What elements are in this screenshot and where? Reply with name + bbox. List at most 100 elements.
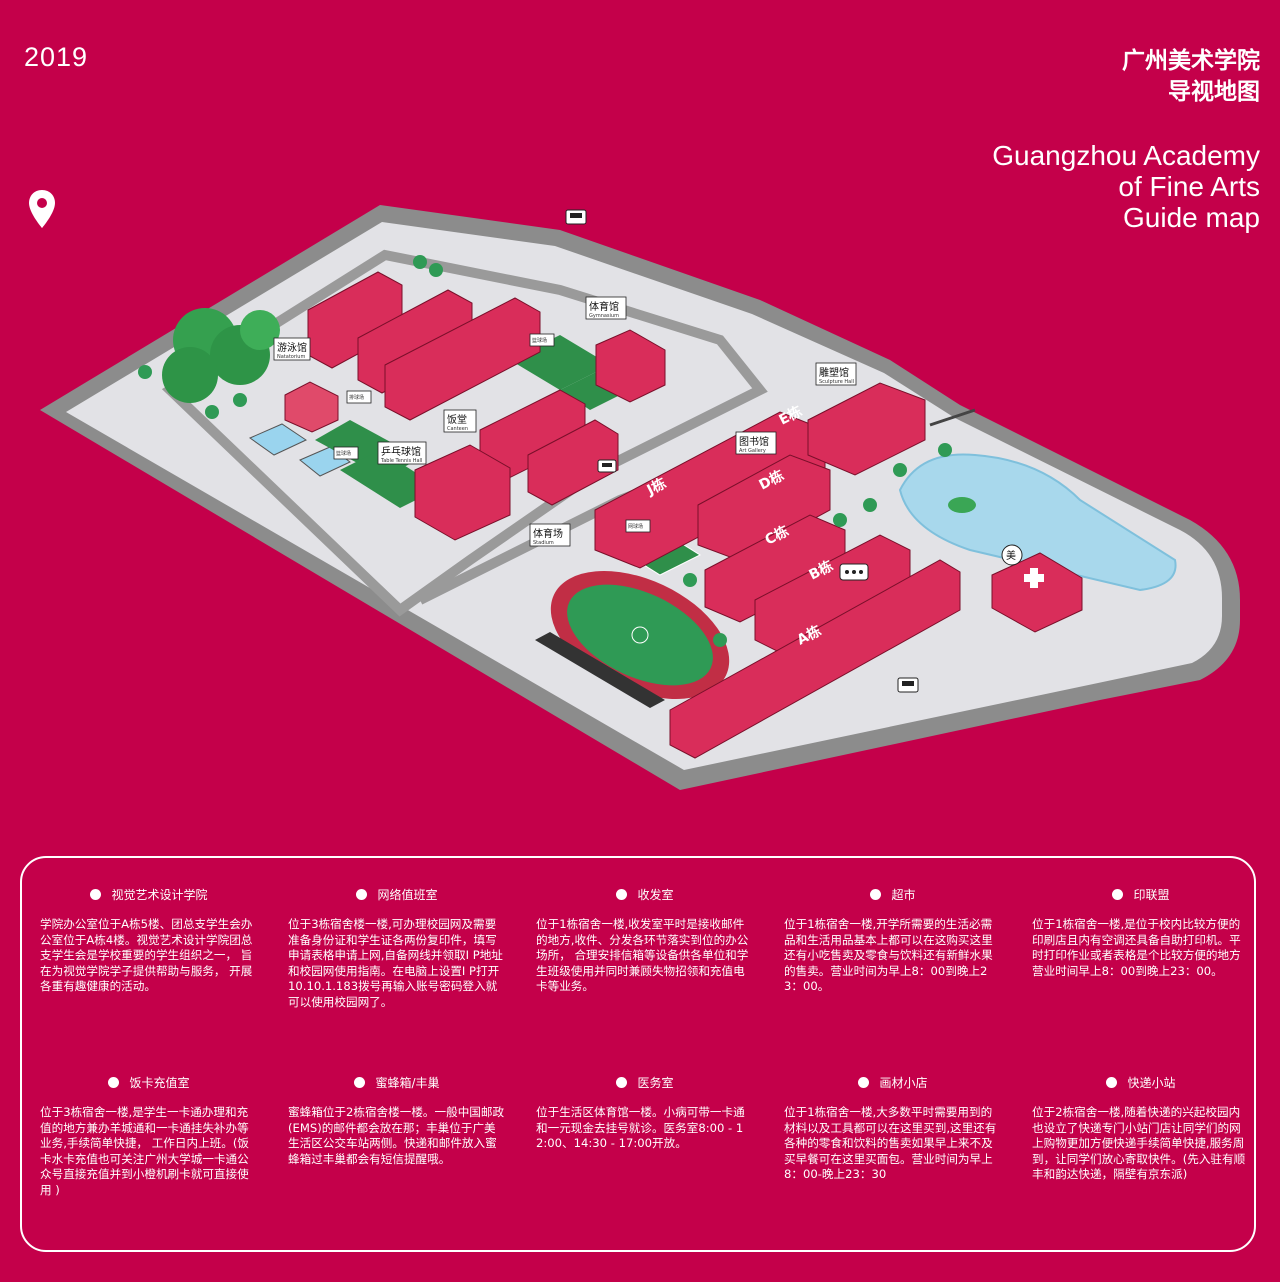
stadium-label-en: Stadium: [533, 540, 554, 546]
canteen-label-en: Canteen: [447, 426, 468, 432]
info-item: 印联盟 位于1栋宿舍一楼,是位于校内比较方便的印刷店且内有空调还具备自助打印机。…: [1032, 884, 1250, 979]
bullet-dot: [356, 888, 368, 900]
lake-island: [948, 497, 976, 513]
bullet-dot: [858, 1076, 870, 1088]
table-tennis-label: 乒乓球馆: [381, 445, 421, 458]
info-title: 医务室: [637, 1075, 674, 1090]
title-english: Guangzhou Academy of Fine Arts Guide map: [992, 140, 1260, 233]
natatorium-label-en: Natatorium: [277, 354, 305, 360]
dorm-buildings: [307, 271, 619, 506]
title-cn-line1: 广州美术学院: [1122, 48, 1260, 74]
info-title: 画材小店: [879, 1075, 928, 1090]
football-field: [567, 584, 713, 686]
info-item: 画材小店 位于1栋宿舍一楼,大多数平时需要用到的材料以及工具都可以在这里买到,这…: [784, 1072, 1002, 1183]
info-item: 医务室 位于生活区体育馆一楼。小病可带一卡通和一元现金去挂号就诊。医务室8:00…: [536, 1072, 754, 1152]
pool-1: [248, 423, 308, 456]
sculpture-label-en: Sculpture Hall: [819, 379, 854, 385]
info-item: 网络值班室 位于3栋宿舍楼一楼,可办理校园网及需要准备身份证和学生证各两份复印件…: [288, 884, 506, 1011]
info-item: 饭卡充值室 位于3栋宿舍一楼,是学生一卡通办理和充值的地方兼办羊城通和一卡通挂失…: [40, 1072, 258, 1199]
label-basketball-3: 篮球场: [529, 333, 555, 347]
gymnasium-label-en: Gymnasium: [589, 313, 619, 319]
medical-building: [991, 552, 1083, 633]
gymnasium-label: 体育馆: [589, 300, 619, 313]
canteen-building: [414, 444, 511, 541]
info-item: 超市 位于1栋宿舍一楼,开学所需要的生活必需品和生活用品基本上都可以在这购买这里…: [784, 884, 1002, 995]
info-title: 印联盟: [1133, 887, 1170, 902]
label-stadium: 体育场 Stadium: [529, 523, 571, 547]
bullet-dot: [1112, 888, 1124, 900]
basketball-label-2: 篮球场: [336, 450, 351, 457]
campus-map: E栋 D栋 J栋 C栋 B栋 A栋 游泳馆 Natatorium 体育馆: [40, 205, 1240, 790]
title-en-line3: Guide map: [1123, 202, 1260, 233]
forest: [162, 308, 280, 403]
stadium-label: 体育场: [533, 527, 563, 540]
info-item: 收发室 位于1栋宿舍一楼,收发室平时是接收邮件的地方,收件、分发各环节落实到位的…: [536, 884, 754, 995]
title-chinese: 广州美术学院 导视地图: [1122, 46, 1260, 108]
natatorium-label: 游泳馆: [277, 341, 307, 354]
info-title: 快递小站: [1127, 1075, 1176, 1090]
info-title: 视觉艺术设计学院: [111, 887, 208, 902]
info-title: 收发室: [637, 887, 674, 902]
info-body: 位于2栋宿舍一楼,随着快递的兴起校园内也设立了快递专门小站门店让同学们的网上购物…: [1032, 1105, 1246, 1182]
info-body: 位于生活区体育馆一楼。小病可带一卡通和一元现金去挂号就诊。医务室8:00 - 1…: [536, 1105, 745, 1151]
info-body: 位于1栋宿舍一楼,是位于校内比较方便的印刷店且内有空调还具备自助打印机。平时打印…: [1032, 917, 1241, 978]
info-title: 蜜蜂箱/丰巢: [375, 1075, 440, 1090]
library-label: 图书馆: [739, 435, 769, 448]
natatorium-building: [284, 381, 339, 433]
bullet-dot: [108, 1076, 120, 1088]
bullet-dot: [90, 888, 102, 900]
tennis-label: 网球场: [628, 523, 643, 530]
bullet-dot: [616, 888, 628, 900]
info-item: 快递小站 位于2栋宿舍一楼,随着快递的兴起校园内也设立了快递专门小站门店让同学们…: [1032, 1072, 1250, 1183]
info-body: 位于1栋宿舍一楼,大多数平时需要用到的材料以及工具都可以在这里买到,这里还有各种…: [784, 1105, 997, 1182]
info-body: 位于3栋宿舍一楼,是学生一卡通办理和充值的地方兼办羊城通和一卡通挂失补办等业务,…: [40, 1105, 249, 1197]
lake-bridge: [929, 408, 976, 427]
basketball-label-3: 篮球场: [532, 337, 547, 344]
title-cn-line2: 导视地图: [1168, 79, 1260, 105]
info-body: 位于1栋宿舍一楼,开学所需要的生活必需品和生活用品基本上都可以在这购买这里还有小…: [784, 917, 993, 994]
canteen-label: 饭堂: [447, 414, 467, 426]
info-item: 视觉艺术设计学院 学院办公室位于A栋5楼、团总支学生会办公室位于A栋4楼。视觉艺…: [40, 884, 258, 995]
palm-trees: [138, 255, 952, 647]
label-tennis: 网球场: [625, 519, 651, 533]
stadium-stands: [535, 632, 665, 708]
bullet-dot: [616, 1076, 628, 1088]
speech-bubble-icon: [839, 563, 869, 581]
info-title: 超市: [891, 887, 916, 902]
bullet-dot: [1106, 1076, 1118, 1088]
bus-icon: [565, 209, 587, 225]
bullet-dot: [354, 1076, 366, 1088]
info-body: 位于3栋宿舍楼一楼,可办理校园网及需要准备身份证和学生证各两份复印件，填写申请表…: [288, 917, 503, 1009]
sculpture-label: 雕塑馆: [819, 366, 849, 379]
label-library: 图书馆 Art Gallery: [735, 431, 777, 455]
info-panel: 视觉艺术设计学院 学院办公室位于A栋5楼、团总支学生会办公室位于A栋4楼。视觉艺…: [20, 856, 1256, 1252]
medical-cross-icon: [1024, 568, 1044, 588]
info-body: 学院办公室位于A栋5楼、团总支学生会办公室位于A栋4楼。视觉艺术设计学院团总支学…: [40, 917, 253, 994]
label-natatorium: 游泳馆 Natatorium: [273, 337, 311, 361]
info-title: 饭卡充值室: [129, 1075, 190, 1090]
library-label-en: Art Gallery: [739, 448, 766, 454]
bullet-dot: [870, 888, 882, 900]
basketball-label-1: 排球场: [349, 394, 364, 401]
label-table-tennis: 乒乓球馆 Table Tennis Hall: [377, 441, 427, 465]
sculpture-hall-building: [807, 382, 926, 476]
table-tennis-label-en: Table Tennis Hall: [380, 458, 422, 464]
label-basketball-1: 排球场: [346, 390, 372, 404]
info-body: 蜜蜂箱位于2栋宿舍楼一楼。一般中国邮政(EMS)的邮件都会放在那；丰巢位于广美生…: [288, 1105, 505, 1166]
info-title: 网络值班室: [377, 887, 438, 902]
label-canteen: 饭堂 Canteen: [443, 409, 477, 433]
label-sculpture: 雕塑馆 Sculpture Hall: [815, 362, 857, 386]
year-label: 2019: [24, 42, 89, 72]
label-medical: 美: [1001, 544, 1023, 566]
title-en-line2: of Fine Arts: [1118, 171, 1260, 202]
gymnasium-building: [595, 329, 666, 403]
info-body: 位于1栋宿舍一楼,收发室平时是接收邮件的地方,收件、分发各环节落实到位的办公场所…: [536, 917, 749, 994]
medical-label: 美: [1006, 549, 1016, 562]
title-en-line1: Guangzhou Academy: [992, 140, 1260, 171]
map-pin-icon: [29, 190, 55, 228]
info-item: 蜜蜂箱/丰巢 蜜蜂箱位于2栋宿舍楼一楼。一般中国邮政(EMS)的邮件都会放在那；…: [288, 1072, 506, 1167]
label-basketball-2: 篮球场: [333, 446, 359, 460]
bus-icon: [897, 677, 919, 693]
label-gymnasium: 体育馆 Gymnasium: [585, 296, 627, 320]
bus-icon: [597, 459, 617, 473]
